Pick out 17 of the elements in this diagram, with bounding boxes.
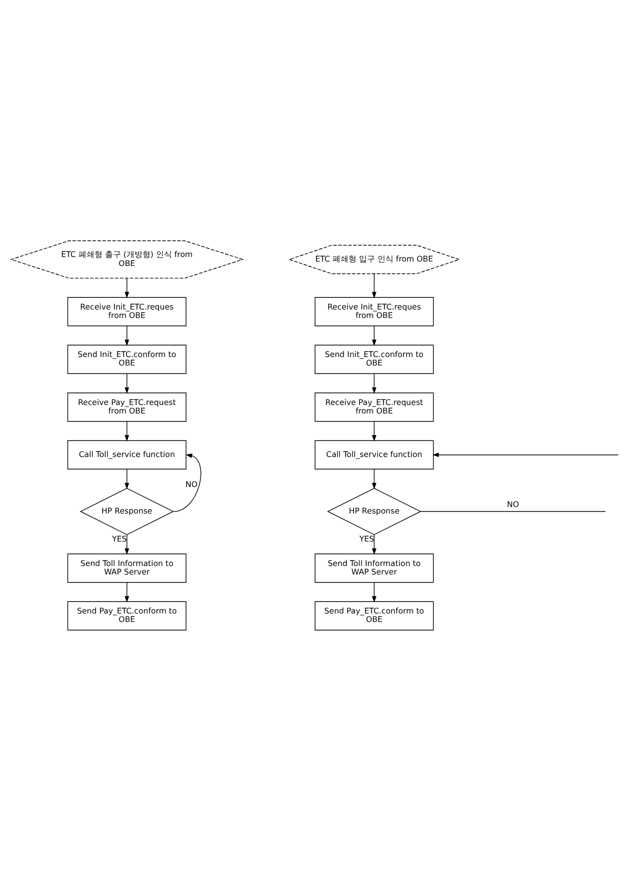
arrow — [372, 420, 376, 441]
arrow — [372, 468, 376, 489]
arrow — [372, 325, 376, 346]
arrow — [124, 372, 130, 394]
arrow — [124, 468, 130, 489]
arrow — [372, 582, 376, 602]
arrow — [174, 453, 202, 512]
connector — [420, 510, 606, 512]
arrow — [124, 534, 130, 554]
arrow — [124, 420, 130, 441]
arrow — [372, 272, 376, 298]
arrow — [372, 372, 376, 394]
arrow — [432, 452, 619, 457]
arrow — [372, 534, 376, 554]
arrow — [124, 325, 130, 346]
arrow — [124, 277, 130, 298]
arrow — [124, 582, 130, 602]
